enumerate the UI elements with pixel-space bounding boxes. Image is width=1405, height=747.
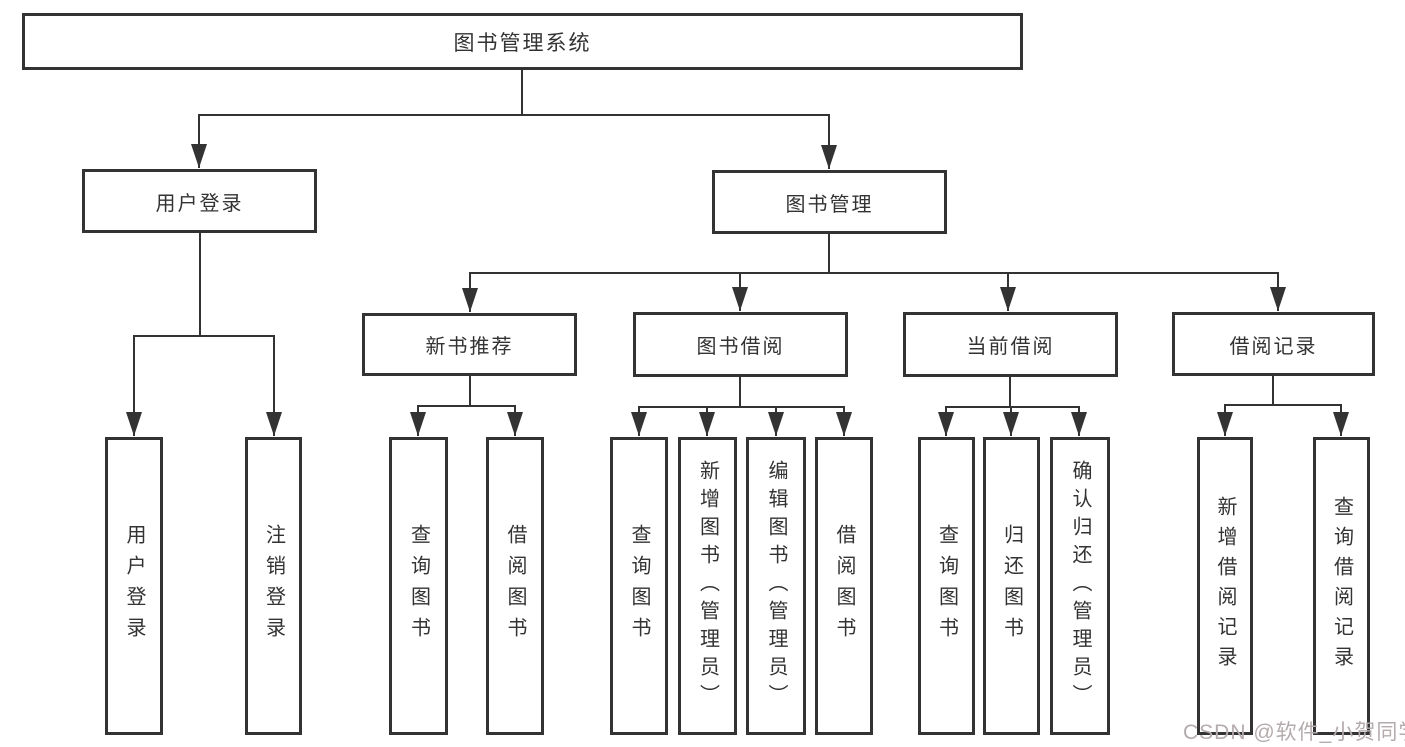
connector-root-to-level2: [191, 67, 837, 169]
node-label: 借阅记录: [1229, 335, 1318, 358]
node-label: 新书推荐: [425, 336, 514, 358]
node-label: 用户登录: [155, 192, 244, 215]
leaf-label: 编辑图书（管理员）: [765, 460, 787, 712]
leaf-label: 新增图书（管理员）: [696, 460, 719, 712]
leaf-cb-confirm-return: 确认归还（管理员）: [1050, 437, 1110, 735]
leaf-label: 确认归还（管理员）: [1069, 460, 1091, 712]
connector-book-borrowing-children: [631, 376, 852, 436]
leaf-cb-query-books: 查询图书: [918, 437, 975, 735]
node-label: 图书管理: [785, 193, 874, 216]
node-new-book-recommend: 新书推荐: [362, 313, 577, 376]
node-label: 图书管理系统: [453, 31, 592, 55]
leaf-logout: 注销登录: [245, 437, 302, 735]
leaf-br-add-record: 新增借阅记录: [1197, 437, 1253, 735]
leaf-label: 用户登录: [123, 524, 145, 648]
node-borrowing-records: 借阅记录: [1172, 312, 1375, 376]
leaf-label: 查询图书: [628, 524, 650, 648]
leaf-label: 新增借阅记录: [1214, 496, 1236, 676]
connector-new-book-recommend-children: [410, 375, 523, 436]
leaf-label: 借阅图书: [504, 524, 526, 648]
connector-user-login-children: [126, 232, 282, 436]
leaf-nr-query-books: 查询图书: [389, 437, 448, 735]
leaf-br-query-record: 查询借阅记录: [1313, 437, 1370, 735]
connector-current-borrowing-children: [938, 376, 1087, 436]
leaf-label: 查询图书: [407, 524, 430, 648]
leaf-bb-add-books: 新增图书（管理员）: [678, 437, 737, 735]
node-book-borrowing: 图书借阅: [633, 312, 848, 377]
node-label: 当前借阅: [966, 336, 1055, 358]
leaf-bb-query-books: 查询图书: [610, 437, 668, 735]
connector-borrowing-records-children: [1217, 375, 1349, 436]
node-label: 图书借阅: [696, 336, 785, 358]
leaf-cb-return-books: 归还图书: [983, 437, 1040, 735]
leaf-label: 借阅图书: [833, 524, 855, 648]
leaf-bb-edit-books: 编辑图书（管理员）: [746, 437, 806, 735]
node-book-management: 图书管理: [712, 170, 947, 234]
leaf-label: 查询借阅记录: [1330, 496, 1353, 676]
leaf-user-login: 用户登录: [105, 437, 163, 735]
watermark: CSDN @软件_小贺同学: [1183, 721, 1405, 744]
leaf-label: 归还图书: [1000, 524, 1023, 648]
leaf-nr-borrow-books: 借阅图书: [486, 437, 544, 735]
node-current-borrowing: 当前借阅: [903, 312, 1118, 377]
connector-book-management-sections: [462, 233, 1286, 312]
leaf-label: 查询图书: [935, 524, 958, 648]
leaf-bb-borrow-books: 借阅图书: [815, 437, 873, 735]
node-root: 图书管理系统: [22, 13, 1023, 70]
node-user-login: 用户登录: [82, 169, 317, 233]
leaf-label: 注销登录: [262, 524, 285, 648]
